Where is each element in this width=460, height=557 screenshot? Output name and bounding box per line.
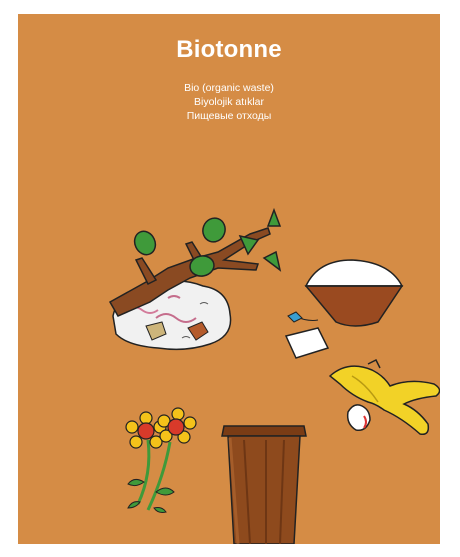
- branch-compost-icon: [108, 207, 282, 351]
- biotonne-poster: Biotonne Bio (organic waste) Biyolojik a…: [18, 14, 440, 544]
- poster-title: Biotonne: [176, 36, 282, 63]
- coffee-filter-teabag-icon: [284, 259, 404, 359]
- flowers-icon: [125, 407, 197, 513]
- organic-waste-bin-icon: [221, 425, 307, 544]
- banana-eggshell-icon: [328, 358, 440, 436]
- subtitle-english: Bio (organic waste): [184, 82, 274, 94]
- subtitle-turkish: Biyolojik atıklar: [193, 96, 265, 108]
- illustration: [108, 207, 440, 544]
- subtitle-russian: Пищевые отходы: [186, 110, 272, 122]
